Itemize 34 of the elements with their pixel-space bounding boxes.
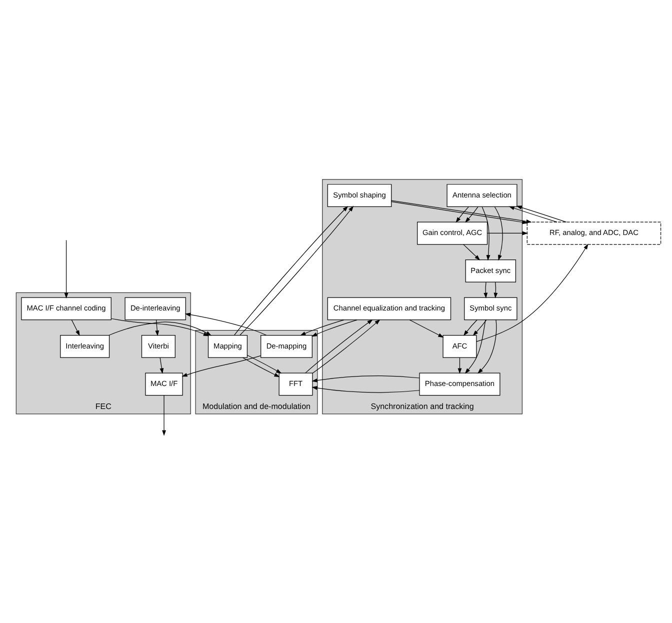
arrow <box>494 282 498 298</box>
arrow <box>465 206 478 223</box>
arrow <box>409 320 444 338</box>
arrow <box>463 244 480 260</box>
arrow <box>160 357 164 374</box>
arrow <box>487 231 528 236</box>
arrow <box>472 320 487 336</box>
arrow <box>247 354 282 374</box>
arrow <box>305 319 373 374</box>
arrow <box>182 355 262 377</box>
arrow <box>312 386 420 393</box>
arrow <box>482 206 490 261</box>
arrow <box>484 282 488 298</box>
arrow <box>312 319 380 374</box>
arrow <box>478 320 497 374</box>
arrow <box>64 240 68 298</box>
arrow <box>464 320 478 336</box>
arrow <box>184 312 267 336</box>
arrow <box>516 206 567 222</box>
arrow <box>155 320 160 336</box>
arrow <box>456 206 470 223</box>
arrow <box>458 357 462 374</box>
arrow <box>162 395 166 436</box>
arrow <box>108 322 212 336</box>
arrow <box>464 320 486 374</box>
arrow <box>300 320 344 336</box>
arrow <box>111 318 209 336</box>
arrow <box>312 320 358 337</box>
arrow <box>312 376 420 382</box>
arrow <box>71 320 80 336</box>
arrow <box>242 357 280 378</box>
arrow <box>476 244 588 342</box>
arrow <box>494 206 503 261</box>
arrow <box>508 206 558 222</box>
